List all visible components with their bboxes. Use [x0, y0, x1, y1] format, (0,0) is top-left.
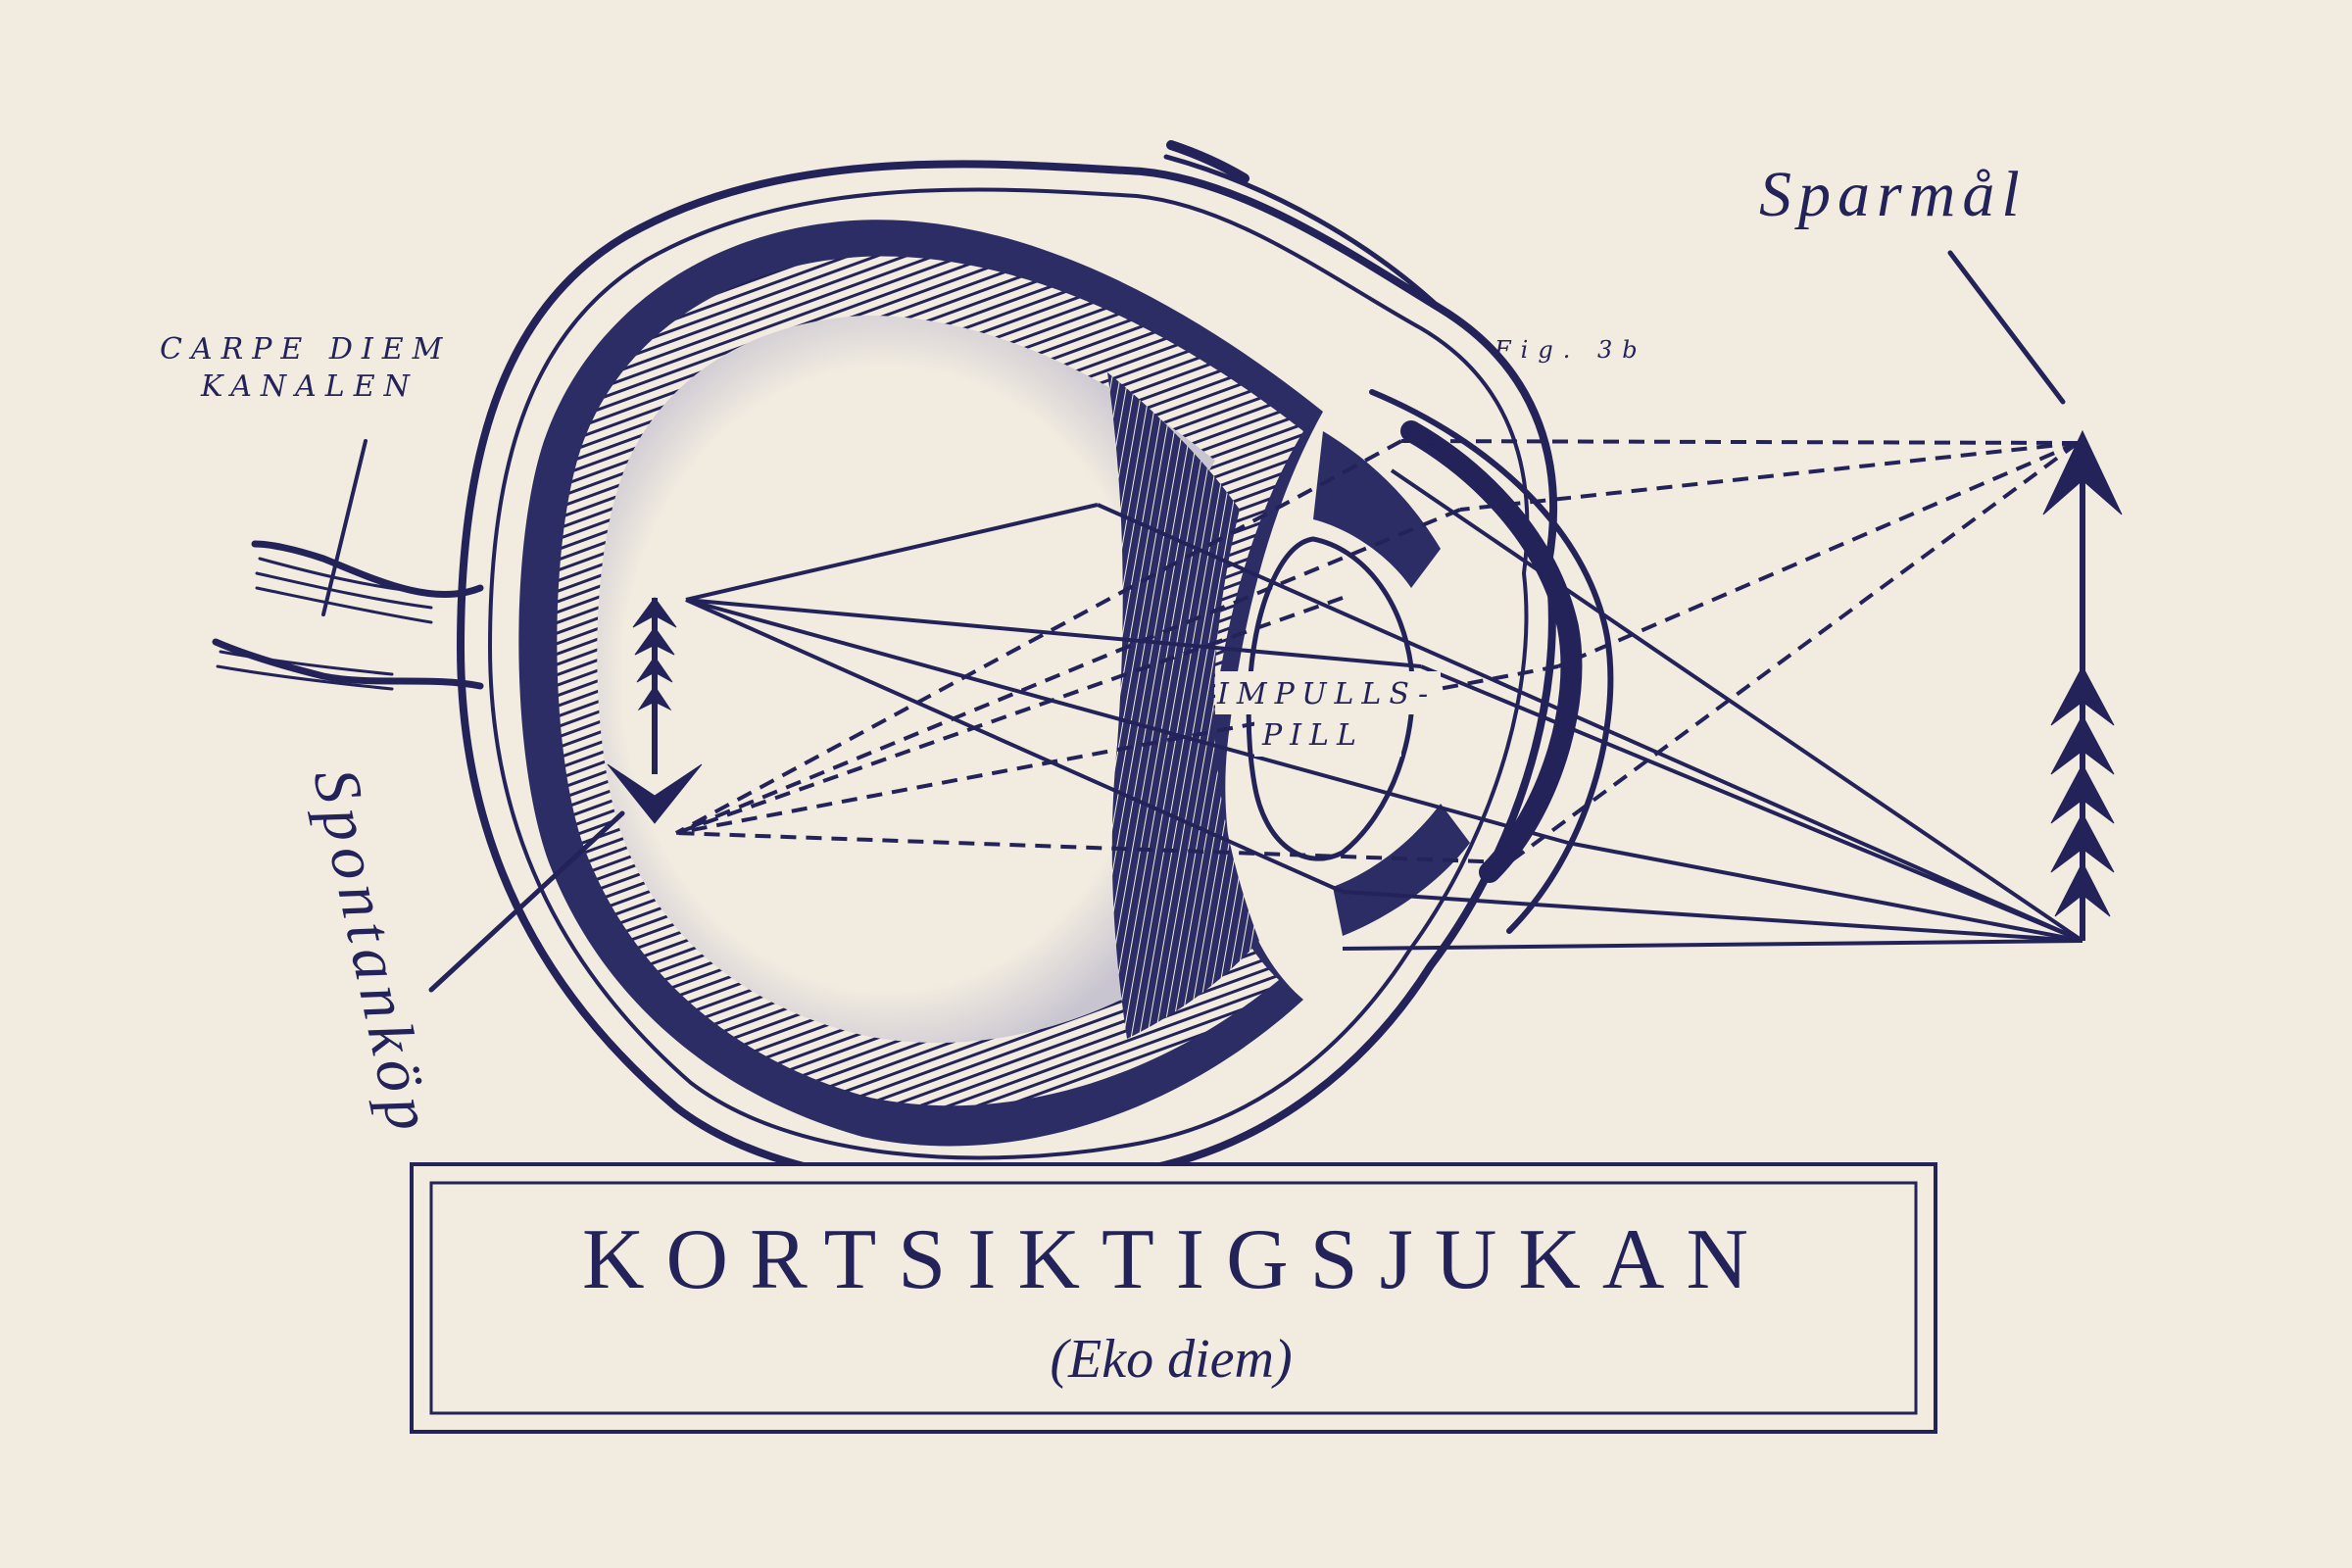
object-label: Sparmål [1759, 159, 2027, 230]
pupil-label-line1: IMPULLS- [1216, 677, 1436, 711]
retina-label: Spontanköp [299, 762, 447, 1143]
object-arrow [2043, 431, 2122, 941]
canal-label-line2: KANALEN [200, 369, 418, 404]
optic-nerve [216, 441, 480, 689]
title-box: KORTSIKTIGSJUKAN (Eko diem) [412, 1164, 1936, 1432]
subtitle-text: (Eko diem) [1050, 1329, 1292, 1390]
title-text: KORTSIKTIGSJUKAN [582, 1212, 1770, 1307]
canal-label-line1: CARPE DIEM [160, 332, 451, 367]
pupil-label-line2: PILL [1261, 718, 1364, 753]
figure-label: Fig. 3b [1494, 336, 1647, 364]
